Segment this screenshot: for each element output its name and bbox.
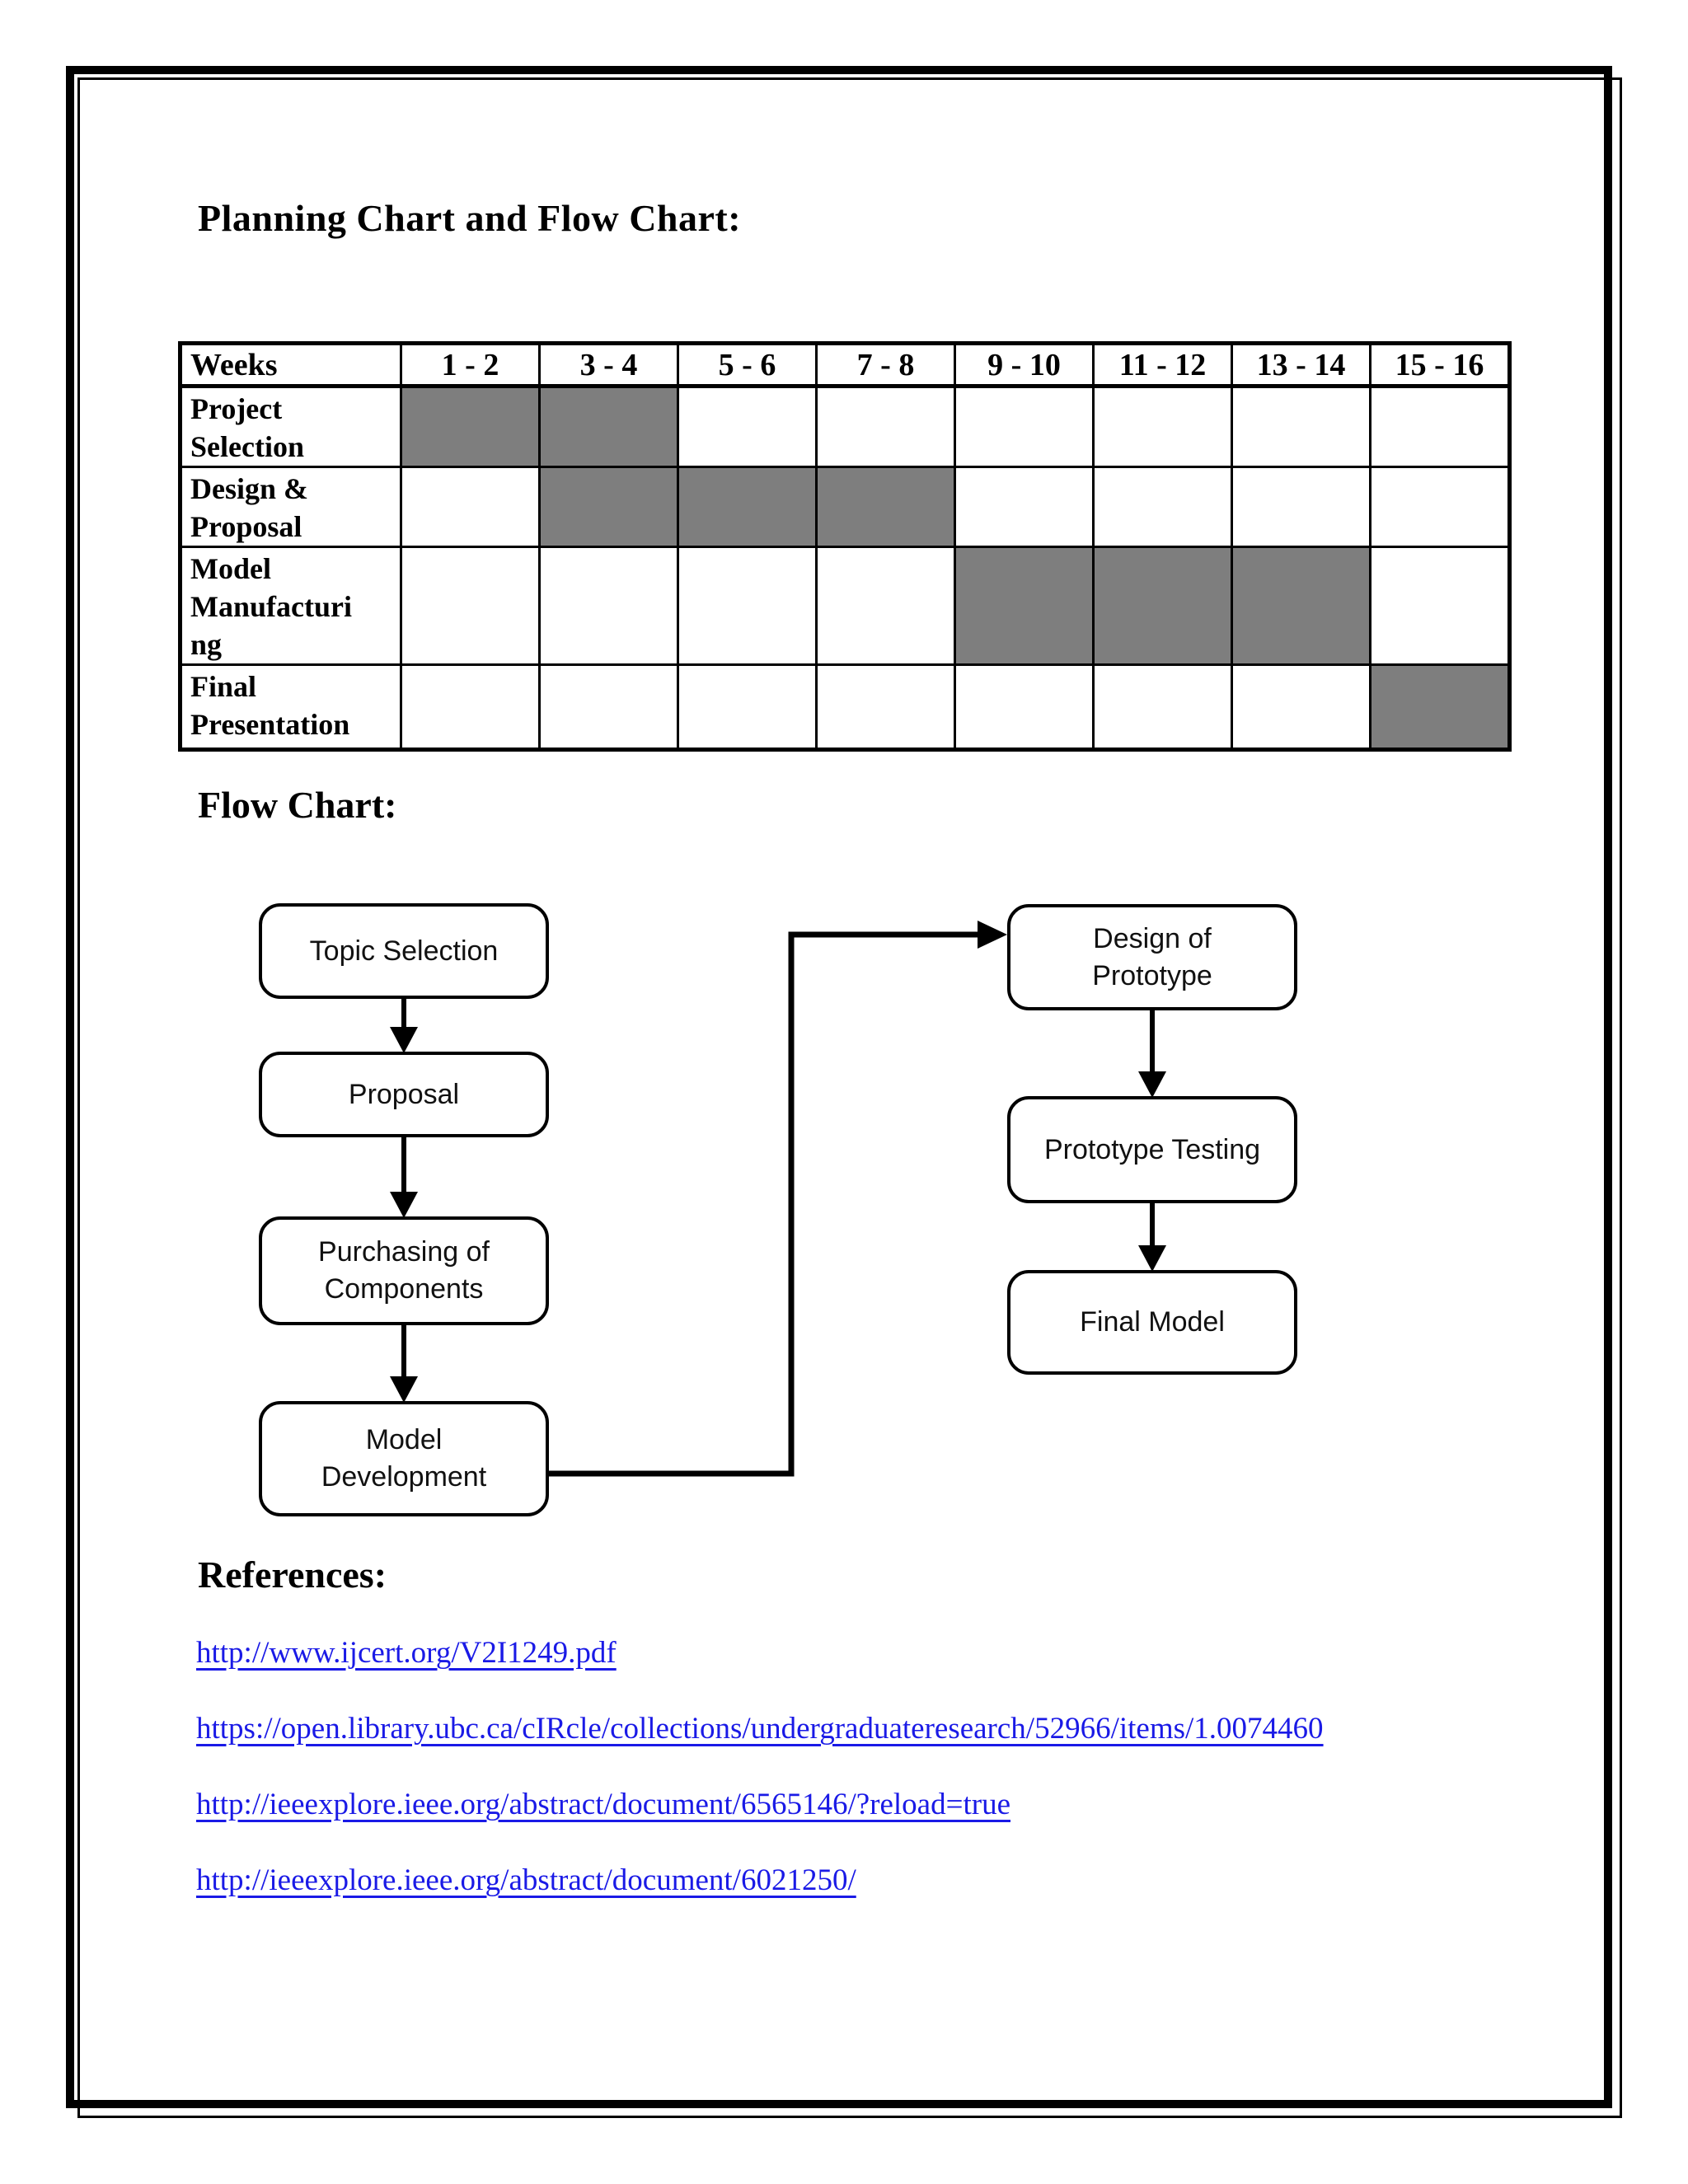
- phase-label-cell: Design & Proposal: [179, 466, 402, 548]
- week-column-header: 1 - 2: [400, 342, 541, 388]
- week-column-header: 5 - 6: [677, 342, 818, 388]
- phase-row: Final Presentation: [179, 663, 1511, 751]
- gantt-filled-cell: [954, 546, 1095, 666]
- weeks-header-cell: Weeks: [179, 342, 402, 388]
- gantt-empty-cell: [1231, 385, 1372, 468]
- week-column-header: 13 - 14: [1231, 342, 1372, 388]
- page-title: Planning Chart and Flow Chart:: [198, 197, 742, 239]
- gantt-filled-cell: [538, 466, 679, 548]
- gantt-empty-cell: [1231, 663, 1372, 751]
- page-border-outer: [66, 66, 1612, 2108]
- flow-box-purchasing-of-components: Purchasing of Components: [259, 1216, 549, 1325]
- reference-link[interactable]: https://open.library.ubc.ca/cIRcle/colle…: [196, 1712, 1324, 1746]
- gantt-filled-cell: [1369, 663, 1511, 751]
- gantt-empty-cell: [1369, 546, 1511, 666]
- gantt-filled-cell: [677, 466, 818, 548]
- gantt-empty-cell: [677, 546, 818, 666]
- phase-label-cell: Model Manufacturi ng: [179, 546, 402, 666]
- phase-label-cell: Project Selection: [179, 385, 402, 468]
- gantt-empty-cell: [1369, 466, 1511, 548]
- week-column-header: 7 - 8: [815, 342, 956, 388]
- gantt-empty-cell: [538, 663, 679, 751]
- phase-row: Project Selection: [179, 385, 1511, 468]
- gantt-empty-cell: [954, 466, 1095, 548]
- gantt-empty-cell: [1092, 385, 1233, 468]
- gantt-empty-cell: [954, 663, 1095, 751]
- flow-box-topic-selection: Topic Selection: [259, 903, 549, 999]
- gantt-empty-cell: [1092, 663, 1233, 751]
- gantt-empty-cell: [538, 546, 679, 666]
- gantt-filled-cell: [1092, 546, 1233, 666]
- gantt-empty-cell: [815, 663, 956, 751]
- gantt-empty-cell: [815, 546, 956, 666]
- week-column-header: 11 - 12: [1092, 342, 1233, 388]
- reference-link[interactable]: http://ieeexplore.ieee.org/abstract/docu…: [196, 1863, 856, 1897]
- gantt-empty-cell: [1092, 466, 1233, 548]
- gantt-empty-cell: [400, 466, 541, 548]
- reference-link[interactable]: http://www.ijcert.org/V2I1249.pdf: [196, 1636, 617, 1670]
- references-heading: References:: [198, 1554, 387, 1596]
- gantt-empty-cell: [400, 663, 541, 751]
- gantt-filled-cell: [815, 466, 956, 548]
- gantt-empty-cell: [400, 546, 541, 666]
- gantt-filled-cell: [400, 385, 541, 468]
- reference-link[interactable]: http://ieeexplore.ieee.org/abstract/docu…: [196, 1788, 1010, 1821]
- week-column-header: 9 - 10: [954, 342, 1095, 388]
- gantt-empty-cell: [677, 663, 818, 751]
- gantt-empty-cell: [815, 385, 956, 468]
- gantt-filled-cell: [538, 385, 679, 468]
- gantt-filled-cell: [1231, 546, 1372, 666]
- flow-box-final-model: Final Model: [1007, 1270, 1297, 1375]
- phase-label-cell: Final Presentation: [179, 663, 402, 751]
- page-border-inner-shadow: [77, 77, 1622, 2118]
- gantt-empty-cell: [954, 385, 1095, 468]
- flow-box-design-of-prototype: Design of Prototype: [1007, 904, 1297, 1010]
- flow-box-proposal: Proposal: [259, 1052, 549, 1137]
- references-list: http://www.ijcert.org/V2I1249.pdf https:/…: [196, 1637, 1531, 1940]
- week-column-header: 15 - 16: [1369, 342, 1511, 388]
- phase-row: Design & Proposal: [179, 466, 1511, 548]
- flow-box-prototype-testing: Prototype Testing: [1007, 1096, 1297, 1203]
- week-column-header: 3 - 4: [538, 342, 679, 388]
- phase-row: Model Manufacturi ng: [179, 546, 1511, 666]
- flow-chart-heading: Flow Chart:: [198, 784, 397, 826]
- gantt-empty-cell: [677, 385, 818, 468]
- gantt-empty-cell: [1231, 466, 1372, 548]
- flow-box-model-development: Model Development: [259, 1401, 549, 1516]
- gantt-empty-cell: [1369, 385, 1511, 468]
